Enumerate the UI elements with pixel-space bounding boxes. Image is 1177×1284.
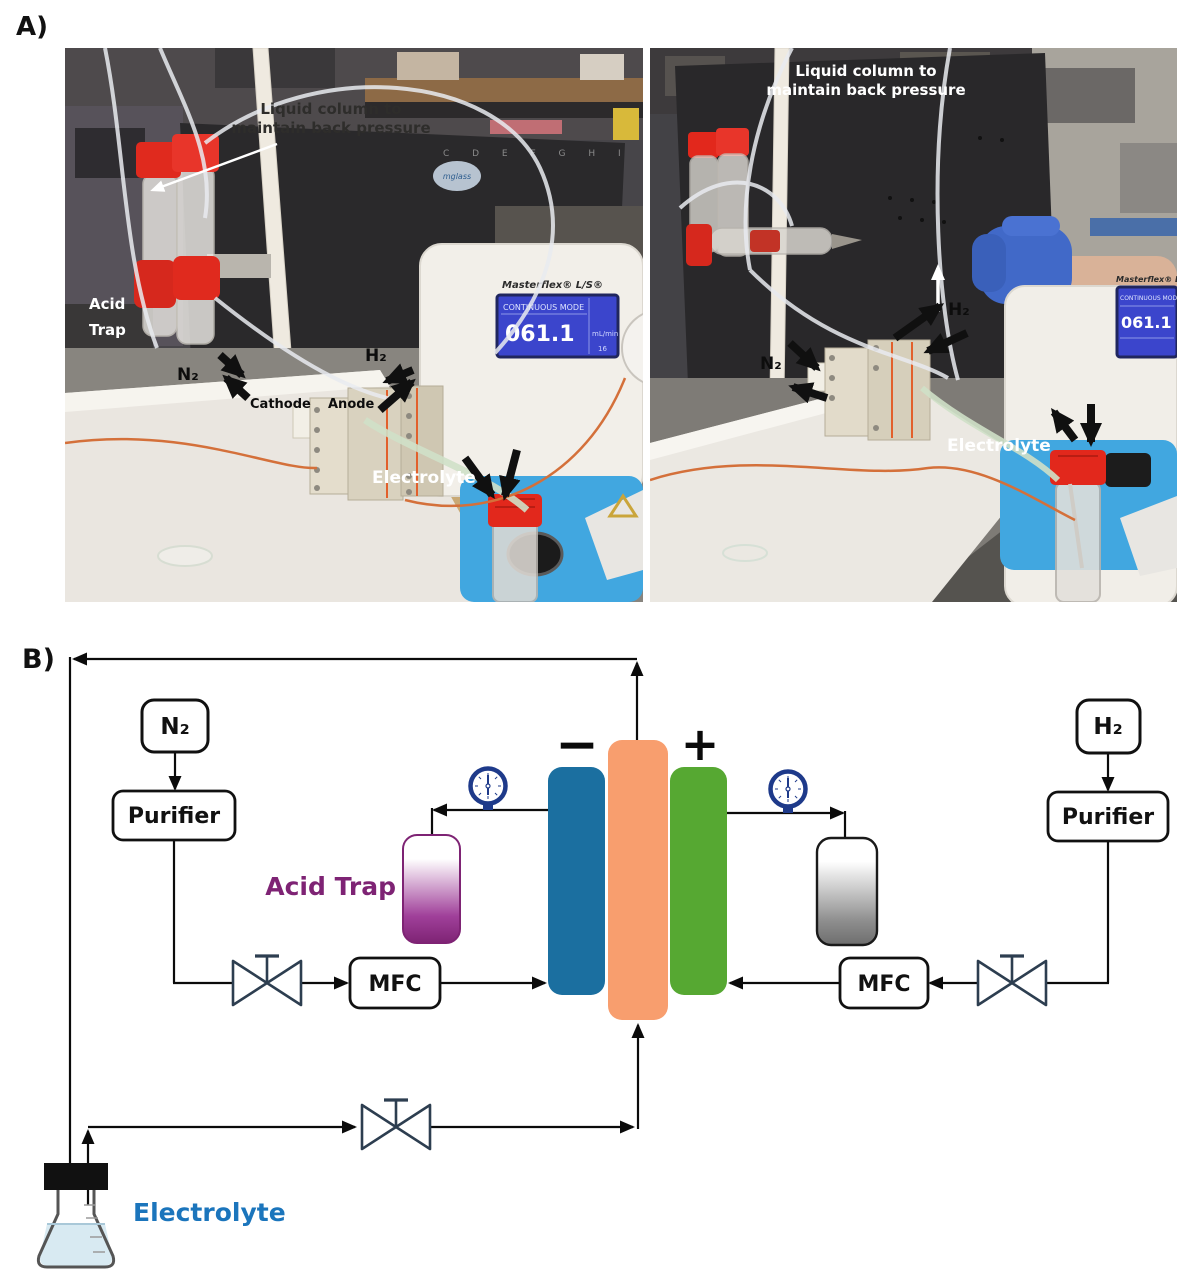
pressure-gauge-left-icon: [471, 769, 506, 811]
panel-b-label: B): [22, 644, 55, 675]
electrolyte-annotation: Electrolyte: [947, 436, 1051, 456]
purifier-right-label: Purifier: [1062, 805, 1154, 830]
pegboard-holes: [888, 136, 1004, 224]
electrolyte-bottle: [488, 494, 542, 602]
mfc-left-label: MFC: [368, 972, 421, 997]
mfc-right-box: [838, 956, 930, 1010]
h2-source-label: H₂: [1093, 714, 1122, 740]
acid-trap-annotation: Acid Trap: [89, 295, 126, 339]
pump-display: [1115, 285, 1177, 359]
pump-speed: 16: [598, 345, 607, 353]
flask-graduations: [84, 1204, 105, 1253]
photo-left-scene: C D E F G H I J mglass Masterflex® L/S® …: [65, 48, 643, 602]
pressure-gauge-right-icon: [771, 772, 806, 814]
svg-text:mglass: mglass: [443, 172, 471, 181]
electrolyte-annotation: Electrolyte: [372, 468, 476, 488]
valve-icon-right: [976, 954, 1048, 1007]
back-pressure-pointer-arrow: [150, 142, 278, 192]
panel-a-label: A): [16, 12, 49, 42]
flask-liquid: [39, 1224, 113, 1266]
cathode-polarity-sign: −: [555, 715, 599, 775]
n2-annotation: N₂: [177, 365, 199, 385]
n2-source-box: [140, 698, 210, 754]
shelf-clutter: [65, 48, 643, 140]
valve-icon-electrolyte: [360, 1098, 432, 1151]
tubing: [103, 48, 555, 402]
flask-stopper: [44, 1163, 108, 1190]
pump-mode: CONTINUOUS MODE: [1120, 295, 1177, 302]
glass-dish: [722, 544, 768, 562]
mfc-left-box: [348, 956, 442, 1010]
mglass-logo: mglass: [433, 161, 481, 191]
electrolyte-bottle: [1050, 450, 1106, 602]
photo-left-lab-setup: C D E F G H I J mglass Masterflex® L/S® …: [65, 48, 643, 602]
cathode-block: [548, 767, 605, 995]
back-pressure-annotation: Liquid column to maintain back pressure: [766, 62, 966, 99]
n2-annotation: N₂: [760, 354, 782, 374]
peristaltic-pump: Masterflex® L/S® CONTINUOUS MODE 061.1 m…: [419, 206, 643, 497]
cathode-annotation: Cathode: [250, 397, 311, 412]
photo-right-scene: Masterflex® L/S® CONTINUOUS MODE 061.1: [650, 48, 1177, 602]
purifier-left-box: [111, 789, 237, 842]
electrolysis-cell: [807, 339, 931, 441]
n2-source-label: N₂: [160, 714, 189, 740]
diagram-boxes: N₂ Purifier MFC H₂ Purifier MFC: [111, 698, 1170, 1010]
acid-trap-vessel: [402, 834, 461, 944]
orange-wire: [650, 464, 1076, 522]
pump-brand: Masterflex® L/S®: [1116, 275, 1177, 284]
process-flow-diagram: B): [22, 644, 1170, 1269]
mfc-right-label: MFC: [857, 972, 910, 997]
anode-block: [670, 767, 727, 995]
back-pressure-annotation: Liquid column to maintain back pressure: [231, 100, 431, 137]
anode-annotation: Anode: [328, 397, 375, 412]
pump-flow-value: 061.1: [1121, 313, 1172, 332]
electrolysis-cell-stack: − +: [548, 715, 727, 1020]
valve-icon-left: [231, 954, 303, 1007]
photo-right-lab-setup: Masterflex® L/S® CONTINUOUS MODE 061.1: [650, 48, 1177, 602]
flask-outline: [36, 1189, 116, 1269]
purifier-left-label: Purifier: [128, 804, 220, 829]
pump-brand: Masterflex® L/S®: [502, 280, 603, 291]
electrolyte-label: Electrolyte: [133, 1198, 286, 1227]
orange-wire: [65, 377, 627, 508]
acid-trap-vials: [686, 128, 862, 266]
h2-annotation: H₂: [365, 346, 387, 366]
pump-unit: mL/min: [592, 330, 618, 338]
pump-mode: CONTINUOUS MODE: [503, 303, 584, 312]
water-trap-vessel: [815, 836, 879, 947]
h2-source-box: [1075, 698, 1142, 755]
membrane-block: [608, 740, 668, 1020]
electrolysis-cell: [292, 385, 444, 501]
green-tube: [920, 385, 1061, 483]
acid-trap-label: Acid Trap: [265, 872, 396, 901]
tubing: [678, 48, 960, 381]
annotation-arrows: [217, 352, 521, 501]
h2-annotation: H₂: [948, 300, 970, 320]
pegboard-letters: C D E F G H I J: [443, 149, 643, 159]
purifier-right-box: [1046, 790, 1170, 843]
electrolyte-flask: [36, 1163, 116, 1269]
pump-keypad: [621, 312, 643, 384]
anode-polarity-sign: +: [681, 717, 720, 771]
glass-dish: [157, 545, 213, 567]
annotation-arrows: [787, 302, 1102, 447]
